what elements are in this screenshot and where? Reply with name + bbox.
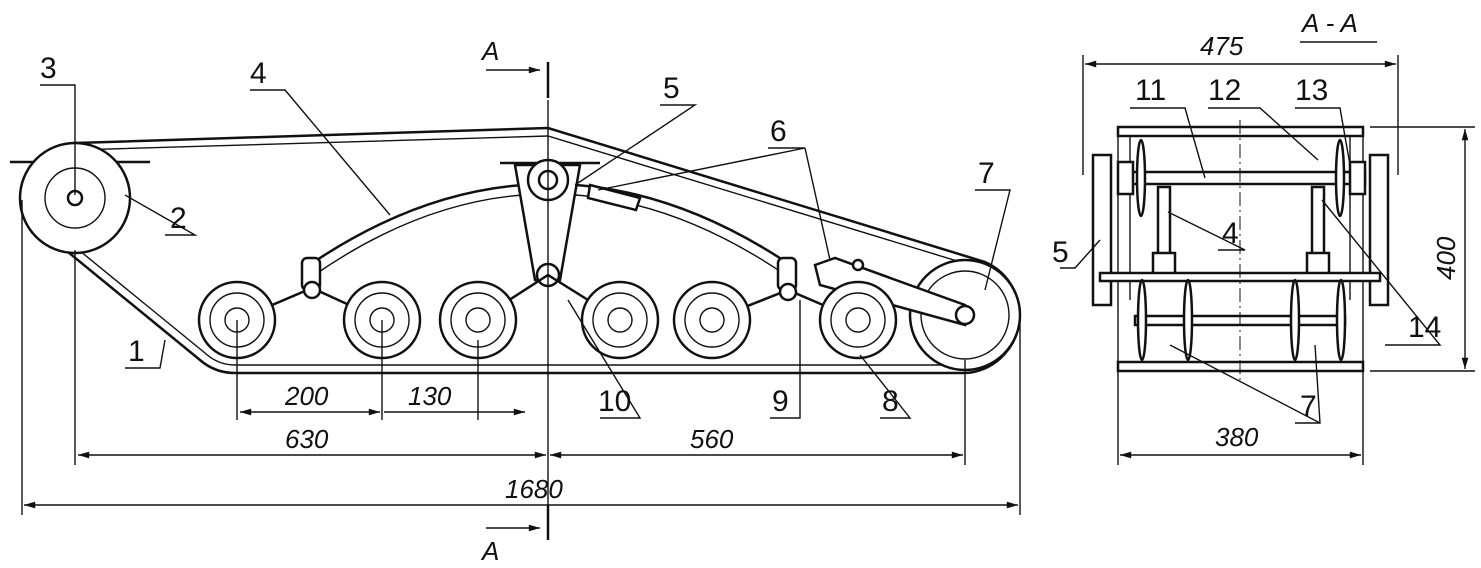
dimension-380: 380 [1215, 422, 1259, 452]
section-mark-bottom: A [480, 536, 499, 566]
idler-wheel [813, 256, 1022, 372]
part-label-1: 1 [128, 335, 145, 368]
part-label-6: 6 [770, 115, 787, 148]
dimension-200: 200 [284, 381, 329, 411]
side-view: A A 3 4 5 6 7 2 1 10 9 8 200 130 630 560… [10, 36, 1022, 566]
bogie-bracket [500, 158, 642, 288]
part-label-3: 3 [40, 52, 57, 85]
section-view: A - A 11 12 13 4 5 14 7 [1052, 8, 1475, 465]
road-wheel [580, 280, 660, 360]
part-label-14: 14 [1408, 311, 1441, 344]
dimension-560: 560 [690, 424, 734, 454]
part-label-13: 13 [1295, 74, 1328, 107]
section-mark-top: A [480, 36, 499, 66]
part-label-11: 11 [1135, 74, 1166, 107]
part-label-2: 2 [170, 202, 187, 235]
road-wheel [672, 280, 752, 360]
part-label-4: 4 [250, 57, 267, 90]
road-wheel [818, 280, 898, 360]
part-label-5-section: 5 [1052, 236, 1069, 269]
section-title: A - A [1300, 8, 1358, 38]
part-label-4-section: 4 [1222, 217, 1239, 250]
dimension-1680: 1680 [505, 474, 563, 504]
dimension-630: 630 [285, 424, 329, 454]
road-wheels [197, 280, 898, 360]
dimension-475: 475 [1200, 31, 1244, 61]
part-label-12: 12 [1208, 74, 1241, 107]
dimension-400: 400 [1431, 236, 1461, 280]
part-label-8: 8 [882, 385, 899, 418]
dimension-130: 130 [408, 381, 452, 411]
part-label-5: 5 [663, 72, 680, 105]
part-label-7: 7 [978, 157, 995, 190]
part-label-9: 9 [772, 385, 789, 418]
part-label-7-section: 7 [1300, 390, 1317, 423]
part-label-10: 10 [598, 385, 631, 418]
